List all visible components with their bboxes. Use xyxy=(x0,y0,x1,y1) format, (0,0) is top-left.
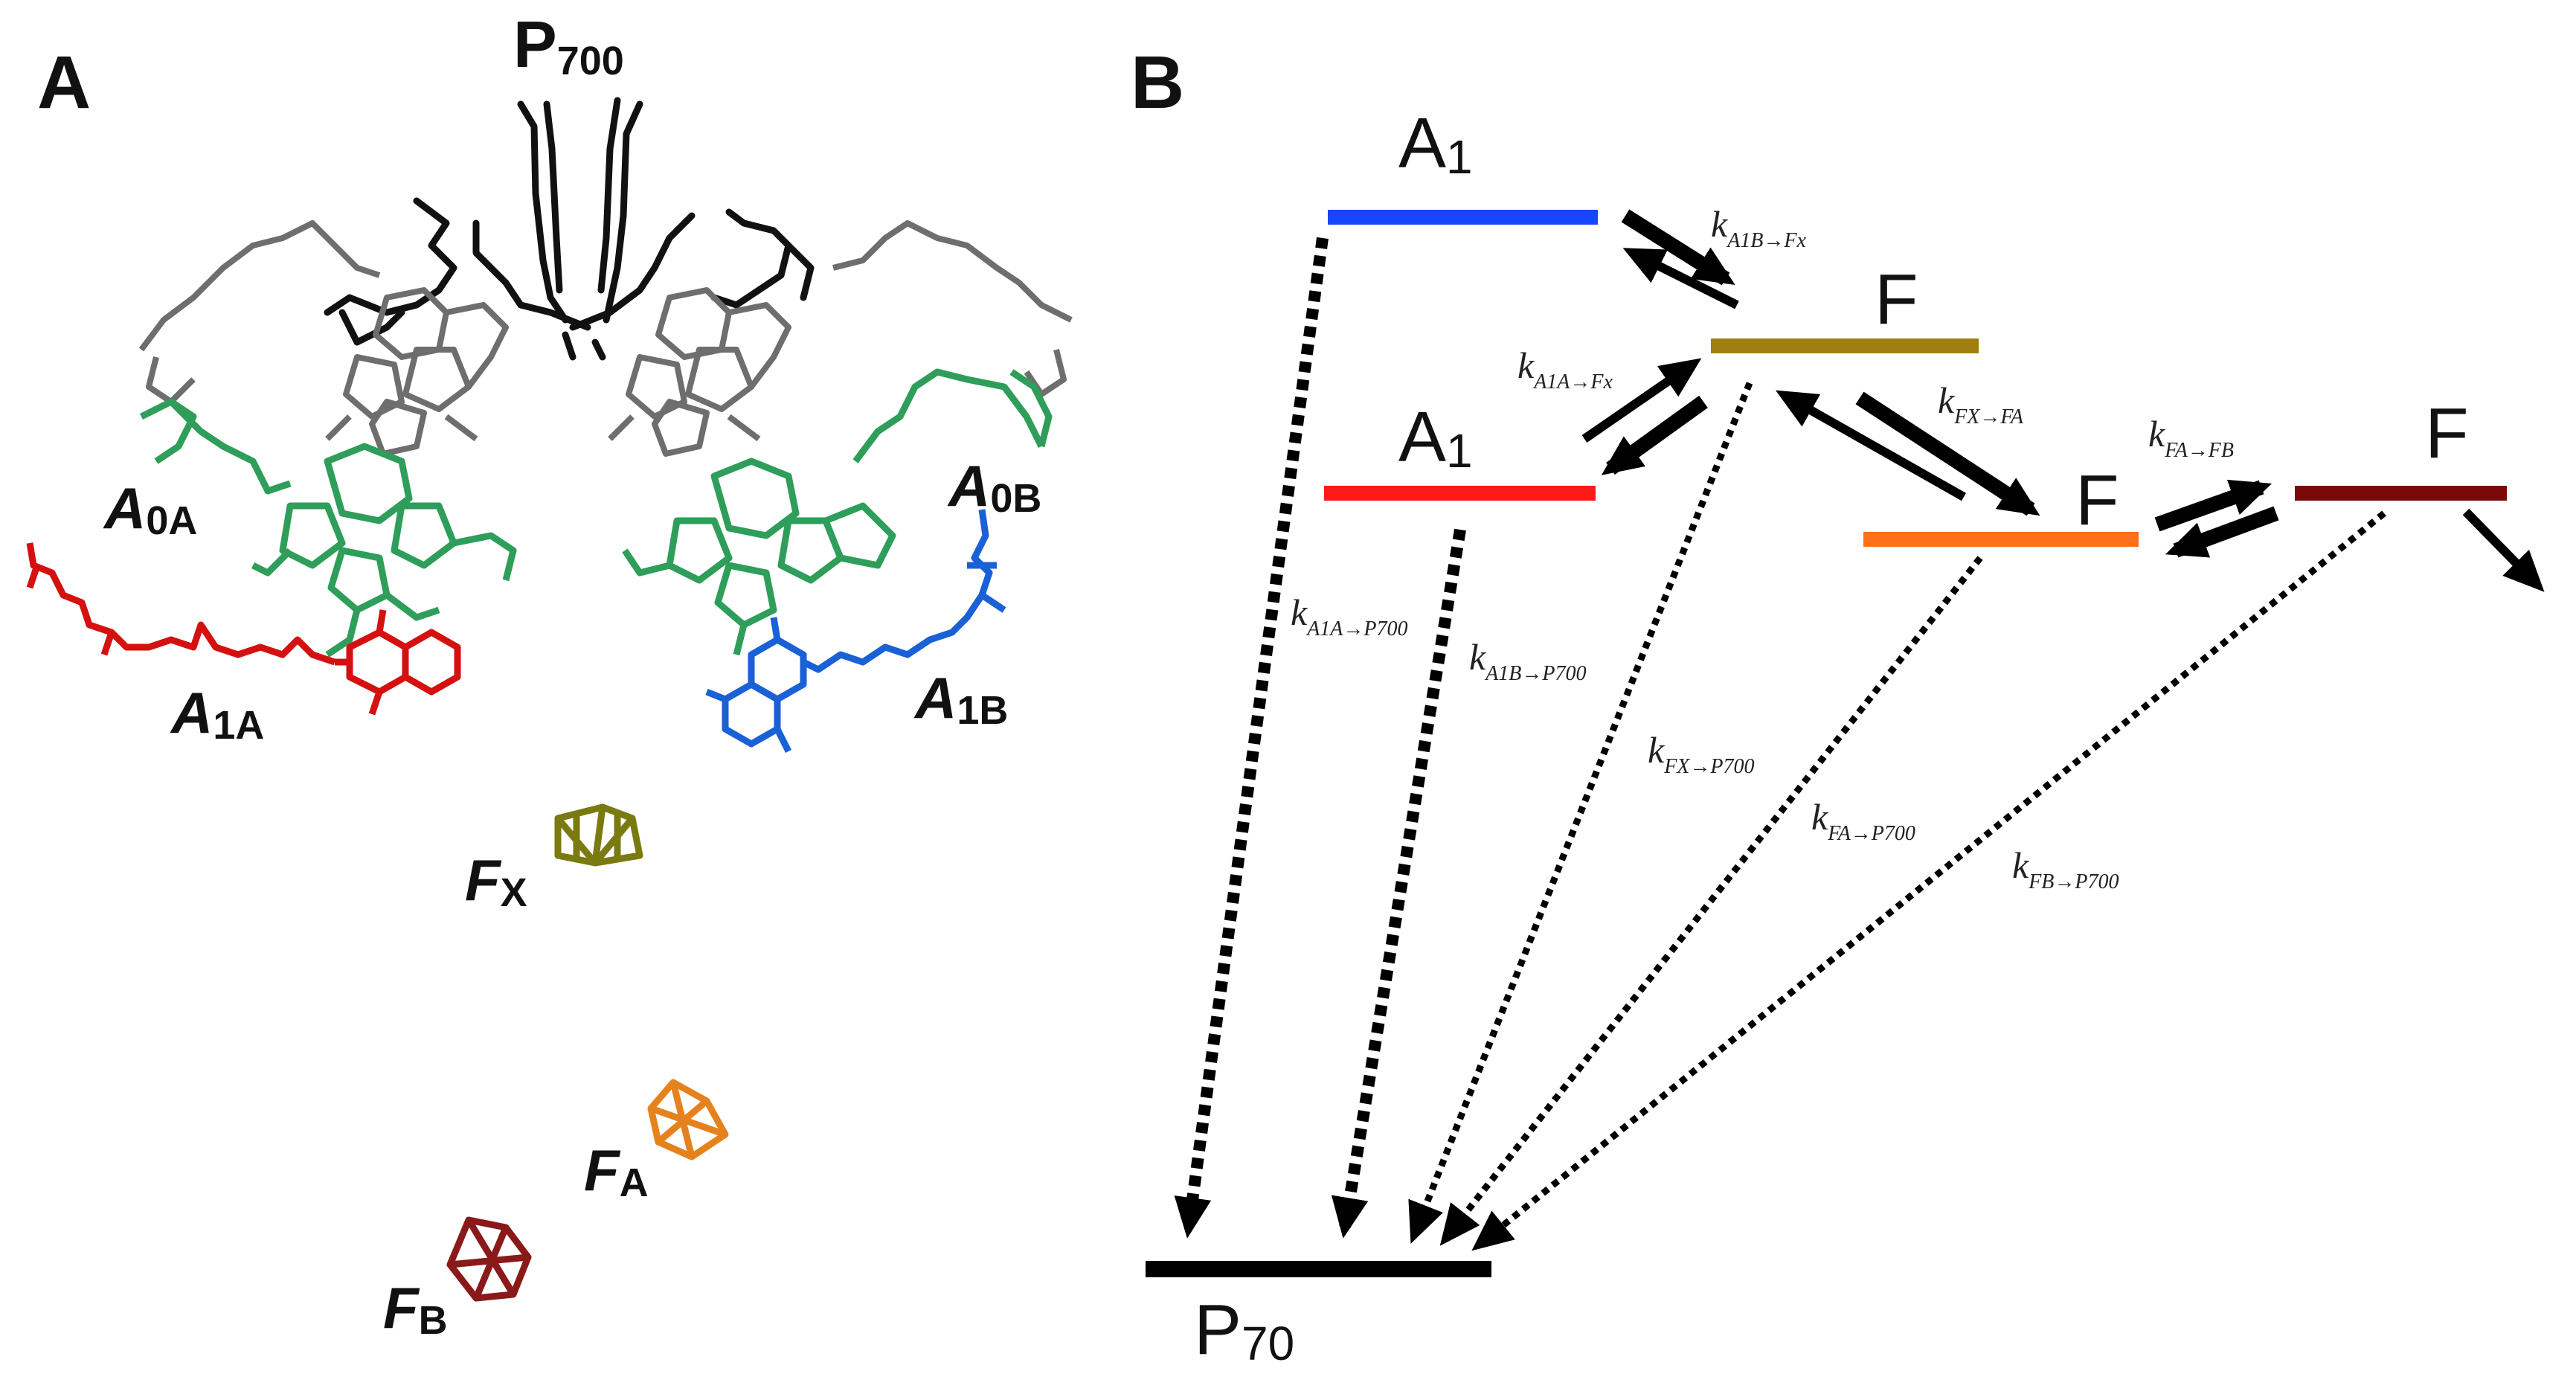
accessory-chlorophyll-left xyxy=(138,220,509,457)
rate-a1b-p700: kA1B→P700 xyxy=(1469,636,1587,685)
a1b-level-label: A1 xyxy=(1398,103,1473,184)
panel-b: B A1 A1 F F F P70 xyxy=(1131,41,2545,1370)
a1a-fx-arrows xyxy=(1581,358,1708,475)
fx-label: FX xyxy=(465,847,527,915)
fa-level-label: F xyxy=(2075,460,2119,540)
recombination-arrows xyxy=(1174,237,2386,1251)
rate-fx-fa: kFX→FA xyxy=(1938,379,2024,428)
a1a-label: A1A xyxy=(170,680,264,748)
fx-level-label: F xyxy=(1875,260,1918,339)
a1a-phylloquinone-structure xyxy=(26,542,461,716)
panel-b-letter: B xyxy=(1131,41,1184,124)
fx-p700-arrow xyxy=(1408,382,1753,1244)
rate-a1a-p700: kA1A→P700 xyxy=(1291,591,1408,641)
fx-fa-arrows xyxy=(1775,390,2040,516)
fb-label: FB xyxy=(383,1275,448,1343)
p700-level-label: P70 xyxy=(1194,1290,1294,1370)
fb-cluster-structure xyxy=(446,1216,532,1302)
a1a-level-label: A1 xyxy=(1398,397,1473,478)
fa-p700-arrow xyxy=(1439,556,1983,1246)
rate-a1a-fx: kA1A→Fx xyxy=(1517,344,1613,394)
a1b-phylloquinone-structure xyxy=(705,509,1006,754)
fx-cluster-structure xyxy=(554,803,643,867)
a0b-chlorophyll-structure xyxy=(622,368,1053,656)
a1b-p700-arrow xyxy=(1174,237,1329,1239)
a0b-label: A0B xyxy=(947,453,1041,521)
rate-fx-p700: kFX→P700 xyxy=(1648,729,1755,778)
accessory-chlorophyll-right xyxy=(608,220,1073,457)
rate-fa-fb: kFA→FB xyxy=(2148,413,2234,462)
rate-fb-p700: kFB→P700 xyxy=(2012,844,2119,893)
p700-structure-label: P700 xyxy=(513,7,624,83)
a0a-chlorophyll-structure xyxy=(139,398,517,658)
fb-outflow-arrow xyxy=(2462,508,2545,592)
fb-p700-arrow xyxy=(1471,510,2386,1251)
a1b-label: A1B xyxy=(913,665,1008,733)
a1a-p700-arrow xyxy=(1331,528,1466,1239)
panel-a: A P700 xyxy=(26,7,1073,1343)
fa-cluster-structure xyxy=(647,1079,729,1160)
rate-fa-p700: kFA→P700 xyxy=(1811,796,1915,845)
p700-dimer-structure xyxy=(324,97,815,361)
panel-a-letter: A xyxy=(37,41,91,124)
a1b-fx-arrows xyxy=(1621,209,1739,309)
rate-a1b-fx: kA1B→Fx xyxy=(1711,203,1807,252)
fa-fb-arrows xyxy=(2154,479,2279,558)
a0a-label: A0A xyxy=(103,475,197,543)
fb-level-label: F xyxy=(2425,394,2469,473)
fa-label: FA xyxy=(584,1137,649,1205)
